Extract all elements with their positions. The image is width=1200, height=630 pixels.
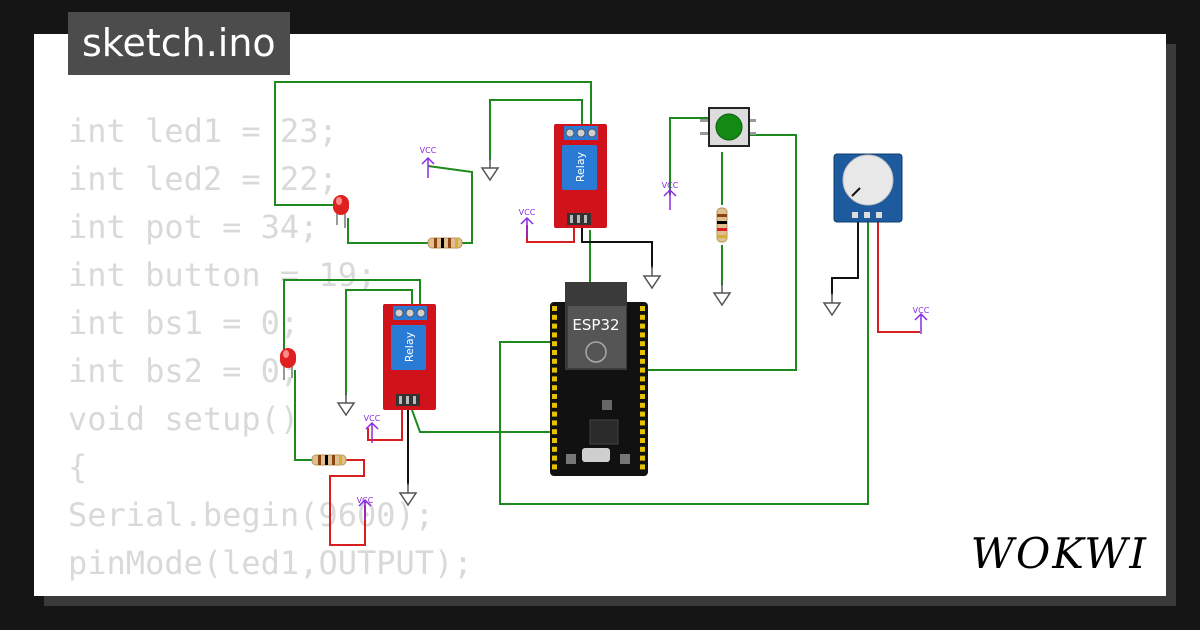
header-pin: [552, 314, 557, 320]
header-pin: [640, 358, 645, 364]
header-pin: [640, 455, 645, 461]
header-pin: [640, 464, 645, 470]
header-pin: [552, 455, 557, 461]
header-pin: [640, 385, 645, 391]
header-pin: [552, 332, 557, 338]
header-pin: [552, 446, 557, 452]
wokwi-logo: WOKWI: [970, 529, 1148, 578]
vcc-symbol: VCC: [662, 181, 679, 211]
vcc-symbol: VCC: [364, 414, 381, 444]
ground-symbol: [823, 292, 841, 316]
code-line: int pot = 34;: [68, 208, 319, 246]
ground-symbol: [713, 282, 731, 306]
header-pin: [552, 402, 557, 408]
code-line: int led1 = 23;: [68, 112, 338, 150]
code-line: void setup(): [68, 400, 300, 438]
header-pin: [552, 464, 557, 470]
header-pin: [640, 314, 645, 320]
header-pin: [552, 367, 557, 373]
resistor-1[interactable]: [427, 237, 463, 249]
svg-text:VCC: VCC: [662, 181, 679, 190]
header-pin: [552, 358, 557, 364]
header-pin: [552, 376, 557, 382]
ground-symbol: [337, 392, 355, 416]
svg-text:Relay: Relay: [403, 331, 416, 362]
header-pin: [640, 420, 645, 426]
svg-text:VCC: VCC: [364, 414, 381, 423]
header-pin: [640, 332, 645, 338]
vcc-symbol: VCC: [420, 146, 437, 179]
header-pin: [640, 411, 645, 417]
sketch-title: sketch.ino: [68, 12, 290, 75]
vcc-symbol: VCC: [913, 306, 930, 335]
code-line: pinMode(led1,OUTPUT);: [68, 544, 473, 582]
vcc-symbol: VCC: [519, 208, 536, 239]
header-pin: [640, 323, 645, 329]
code-line: int button = 19;: [68, 256, 377, 294]
header-pin: [640, 350, 645, 355]
header-pin: [552, 306, 557, 311]
svg-text:VCC: VCC: [519, 208, 536, 217]
header-pin: [640, 438, 645, 443]
led-1[interactable]: [333, 195, 349, 228]
header-pin: [552, 385, 557, 391]
code-line: int bs2 = 0;: [68, 352, 300, 390]
svg-text:VCC: VCC: [357, 496, 374, 505]
header-pin: [640, 341, 645, 347]
wires-green: [274, 81, 869, 505]
header-pin: [640, 306, 645, 311]
header-pin: [552, 394, 557, 399]
esp32-board[interactable]: ESP32: [550, 282, 648, 476]
code-line: {: [68, 448, 88, 486]
pin-header-left: [552, 306, 557, 470]
svg-text:Relay: Relay: [574, 151, 587, 182]
led-2[interactable]: [280, 348, 296, 380]
header-pin: [552, 323, 557, 329]
header-pin: [640, 429, 645, 435]
header-pin: [552, 429, 557, 435]
ground-symbol: [481, 157, 499, 181]
pin-header-right: [640, 306, 645, 470]
potentiometer[interactable]: [833, 153, 903, 223]
header-pin: [552, 438, 557, 443]
header-pin: [552, 350, 557, 355]
esp32-label: ESP32: [572, 316, 619, 334]
code-line: pinMode(led2,OUTPUT);: [68, 587, 473, 596]
ground-symbol: [643, 265, 661, 289]
header-pin: [552, 411, 557, 417]
header-pin: [640, 376, 645, 382]
vcc-symbol: VCC: [357, 496, 374, 521]
ground-symbol: [399, 482, 417, 506]
relay-module-1[interactable]: Relay: [554, 124, 607, 228]
resistor-3[interactable]: [716, 207, 728, 243]
wires-black: [407, 222, 859, 485]
header-pin: [640, 394, 645, 399]
code-line: int bs1 = 0;: [68, 304, 300, 342]
header-pin: [640, 367, 645, 373]
code-background: int led1 = 23; int led2 = 22; int pot = 34…: [68, 107, 473, 596]
resistor-2[interactable]: [311, 454, 347, 466]
code-line: Serial.begin(9600);: [68, 496, 435, 534]
header-pin: [552, 420, 557, 426]
code-line: int led2 = 22;: [68, 160, 338, 198]
push-button[interactable]: [700, 107, 756, 147]
relay-module-2[interactable]: Relay: [383, 304, 436, 410]
header-pin: [640, 402, 645, 408]
svg-text:VCC: VCC: [913, 306, 930, 315]
header-pin: [640, 446, 645, 452]
header-pin: [552, 341, 557, 347]
svg-text:VCC: VCC: [420, 146, 437, 155]
